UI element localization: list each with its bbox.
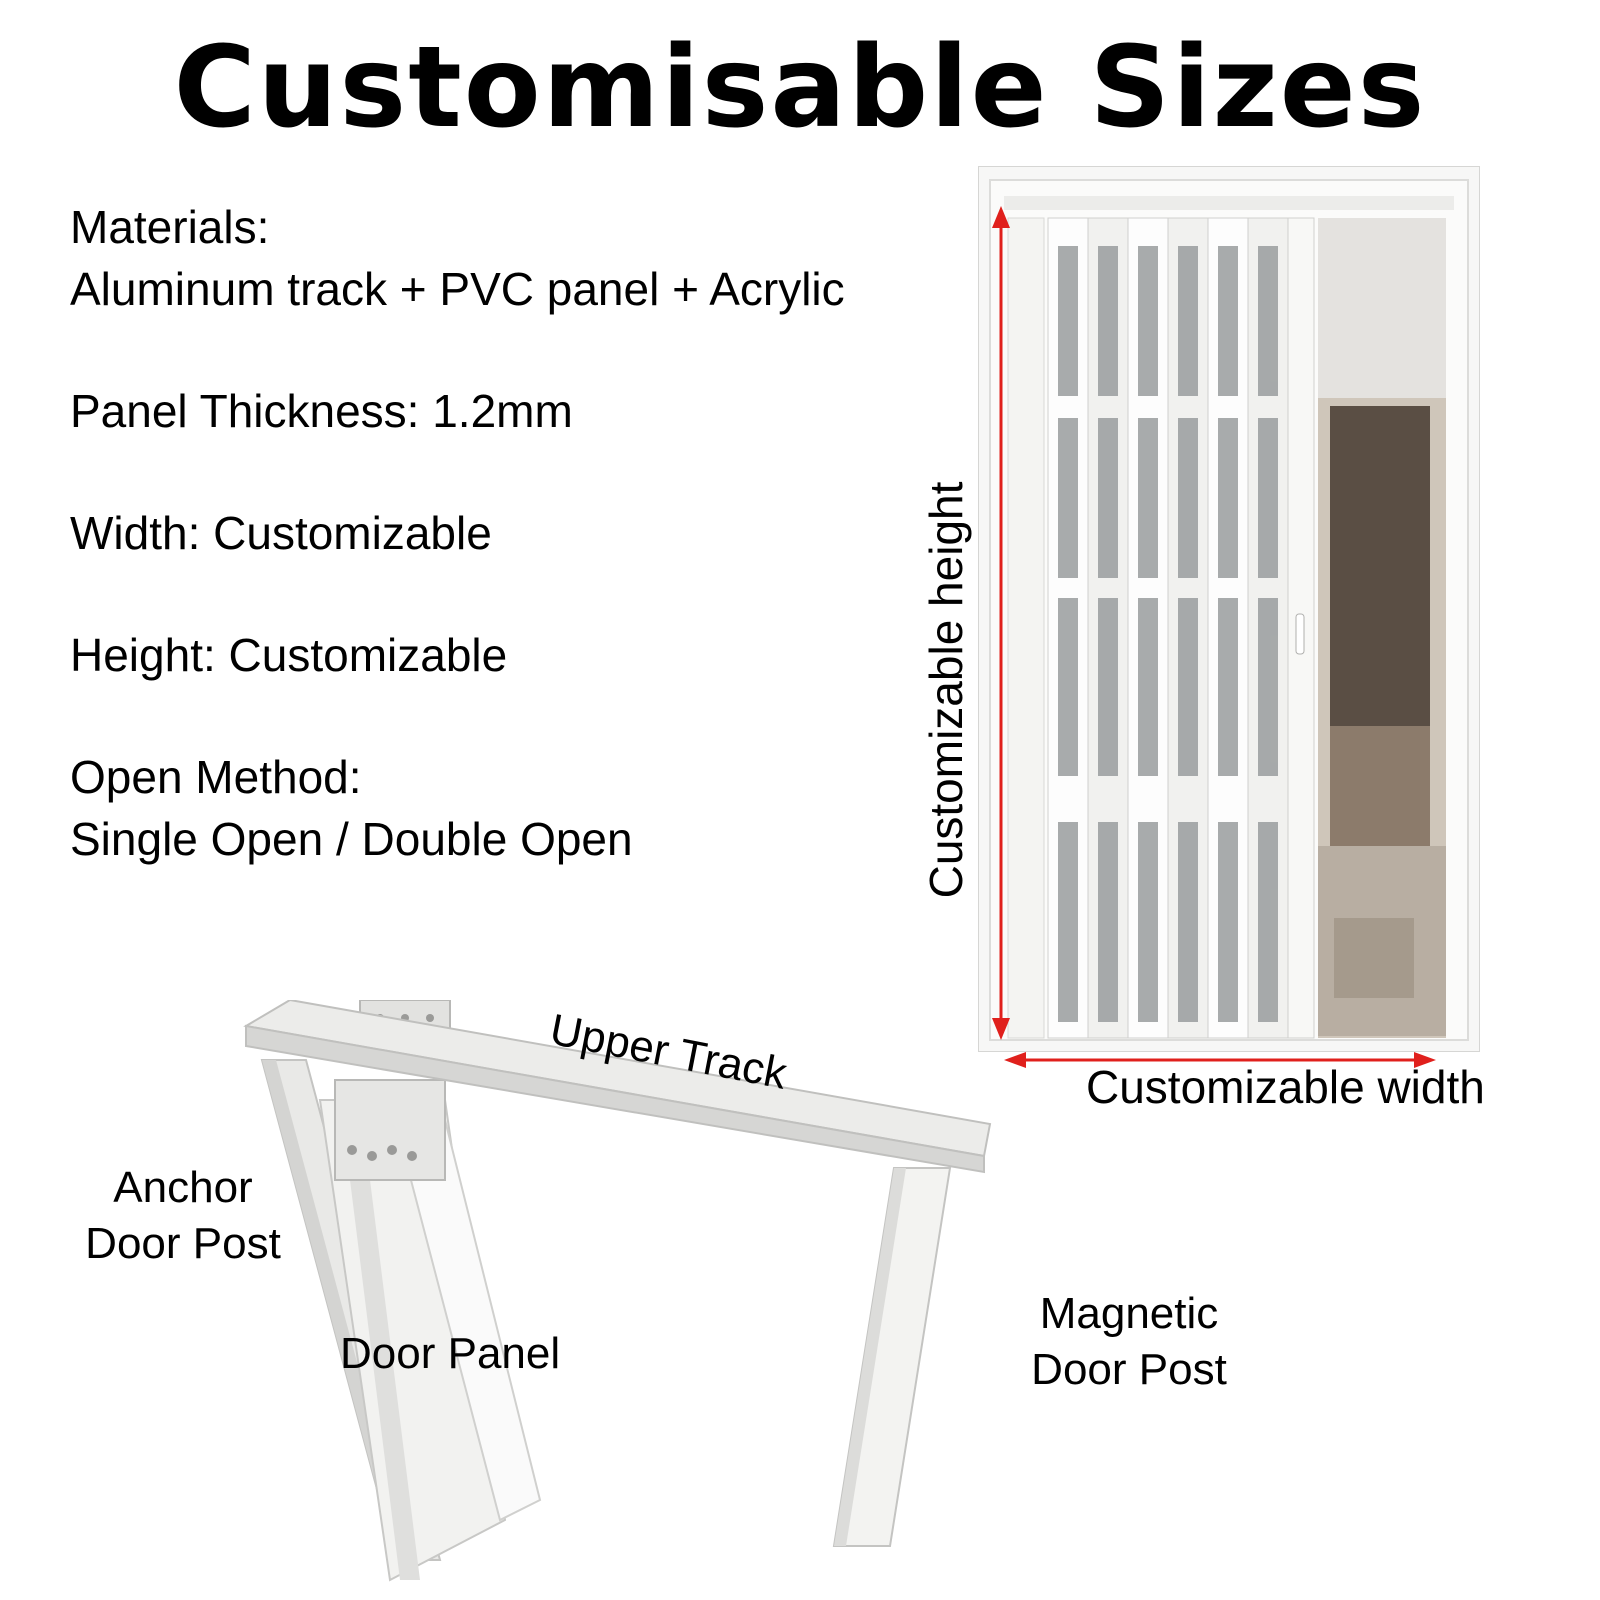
door-glass-windows (1058, 246, 1278, 1022)
page-title: Customisable Sizes (173, 23, 1427, 153)
spec-width: Width: Customizable (70, 502, 930, 564)
door-panel-label: Door Panel (340, 1329, 561, 1378)
spec-list: Materials: Aluminum track + PVC panel + … (70, 196, 930, 930)
spec-open-method: Open Method: Single Open / Double Open (70, 746, 930, 870)
magnetic-door-post (832, 1167, 952, 1547)
open-method-label: Open Method: (70, 751, 362, 803)
magnetic-post-label: Magnetic Door Post (1024, 1286, 1234, 1398)
width-value: Width: Customizable (70, 507, 492, 559)
height-value: Height: Customizable (70, 629, 508, 681)
height-dimension-arrow (992, 206, 1010, 1040)
thickness-value: Panel Thickness: 1.2mm (70, 385, 573, 437)
materials-label: Materials: (70, 201, 270, 253)
width-dimension-arrow (1004, 1052, 1436, 1068)
spec-height: Height: Customizable (70, 624, 930, 686)
open-method-value: Single Open / Double Open (70, 813, 633, 865)
spec-thickness: Panel Thickness: 1.2mm (70, 380, 930, 442)
magnetic-post-label-line1: Magnetic (1039, 1289, 1219, 1338)
anchor-post-label-line1: Anchor (113, 1163, 253, 1212)
upper-track (243, 1000, 992, 1174)
anchor-post-label-line2: Door Post (85, 1219, 281, 1268)
door-hardware-diagram (243, 1000, 992, 1582)
height-dimension-label: Customizable height (920, 481, 972, 899)
folding-door-photo (978, 166, 1480, 1052)
magnetic-post-label-line2: Door Post (1031, 1345, 1227, 1394)
spec-materials: Materials: Aluminum track + PVC panel + … (70, 196, 930, 320)
door-handle (1295, 613, 1305, 655)
anchor-post-label: Anchor Door Post (78, 1160, 288, 1272)
materials-value: Aluminum track + PVC panel + Acrylic (70, 263, 845, 315)
width-dimension-label: Customizable width (1086, 1061, 1485, 1113)
